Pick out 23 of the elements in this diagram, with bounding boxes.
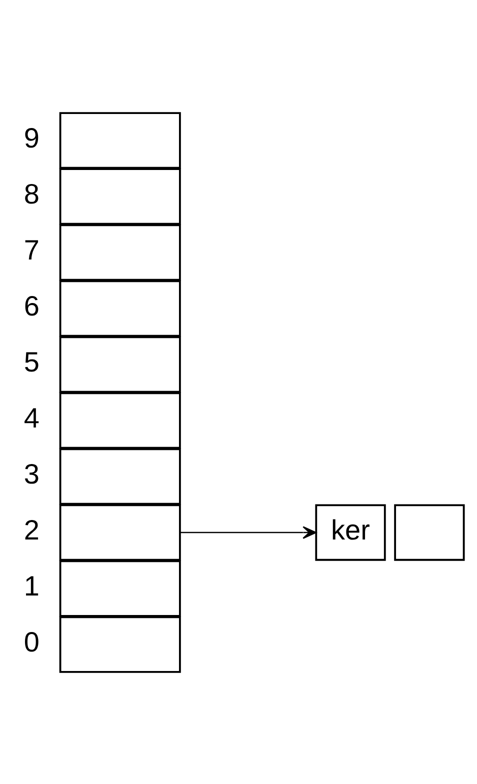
- node-box: [59, 224, 181, 280]
- node-box: [394, 504, 465, 560]
- node-label: 2: [24, 514, 40, 546]
- node-label: 0: [24, 626, 40, 658]
- node-box: [59, 560, 181, 616]
- node-box: [59, 448, 181, 504]
- node-label: 4: [24, 402, 40, 434]
- node-label: 9: [24, 122, 40, 154]
- node-box: [59, 504, 181, 560]
- node-label: 5: [24, 346, 40, 378]
- node-label: 8: [24, 178, 40, 210]
- arrow: [180, 526, 317, 538]
- node-box: [59, 616, 181, 672]
- node-box: [59, 280, 181, 336]
- node-label: 3: [24, 458, 40, 490]
- node-label: 7: [24, 234, 40, 266]
- node-box: [59, 392, 181, 448]
- node-box: [59, 112, 181, 168]
- node-label: 6: [24, 290, 40, 322]
- node-box: ker: [315, 504, 386, 560]
- node-box: [59, 336, 181, 392]
- node-label: 1: [24, 570, 40, 602]
- node-box: [59, 168, 181, 224]
